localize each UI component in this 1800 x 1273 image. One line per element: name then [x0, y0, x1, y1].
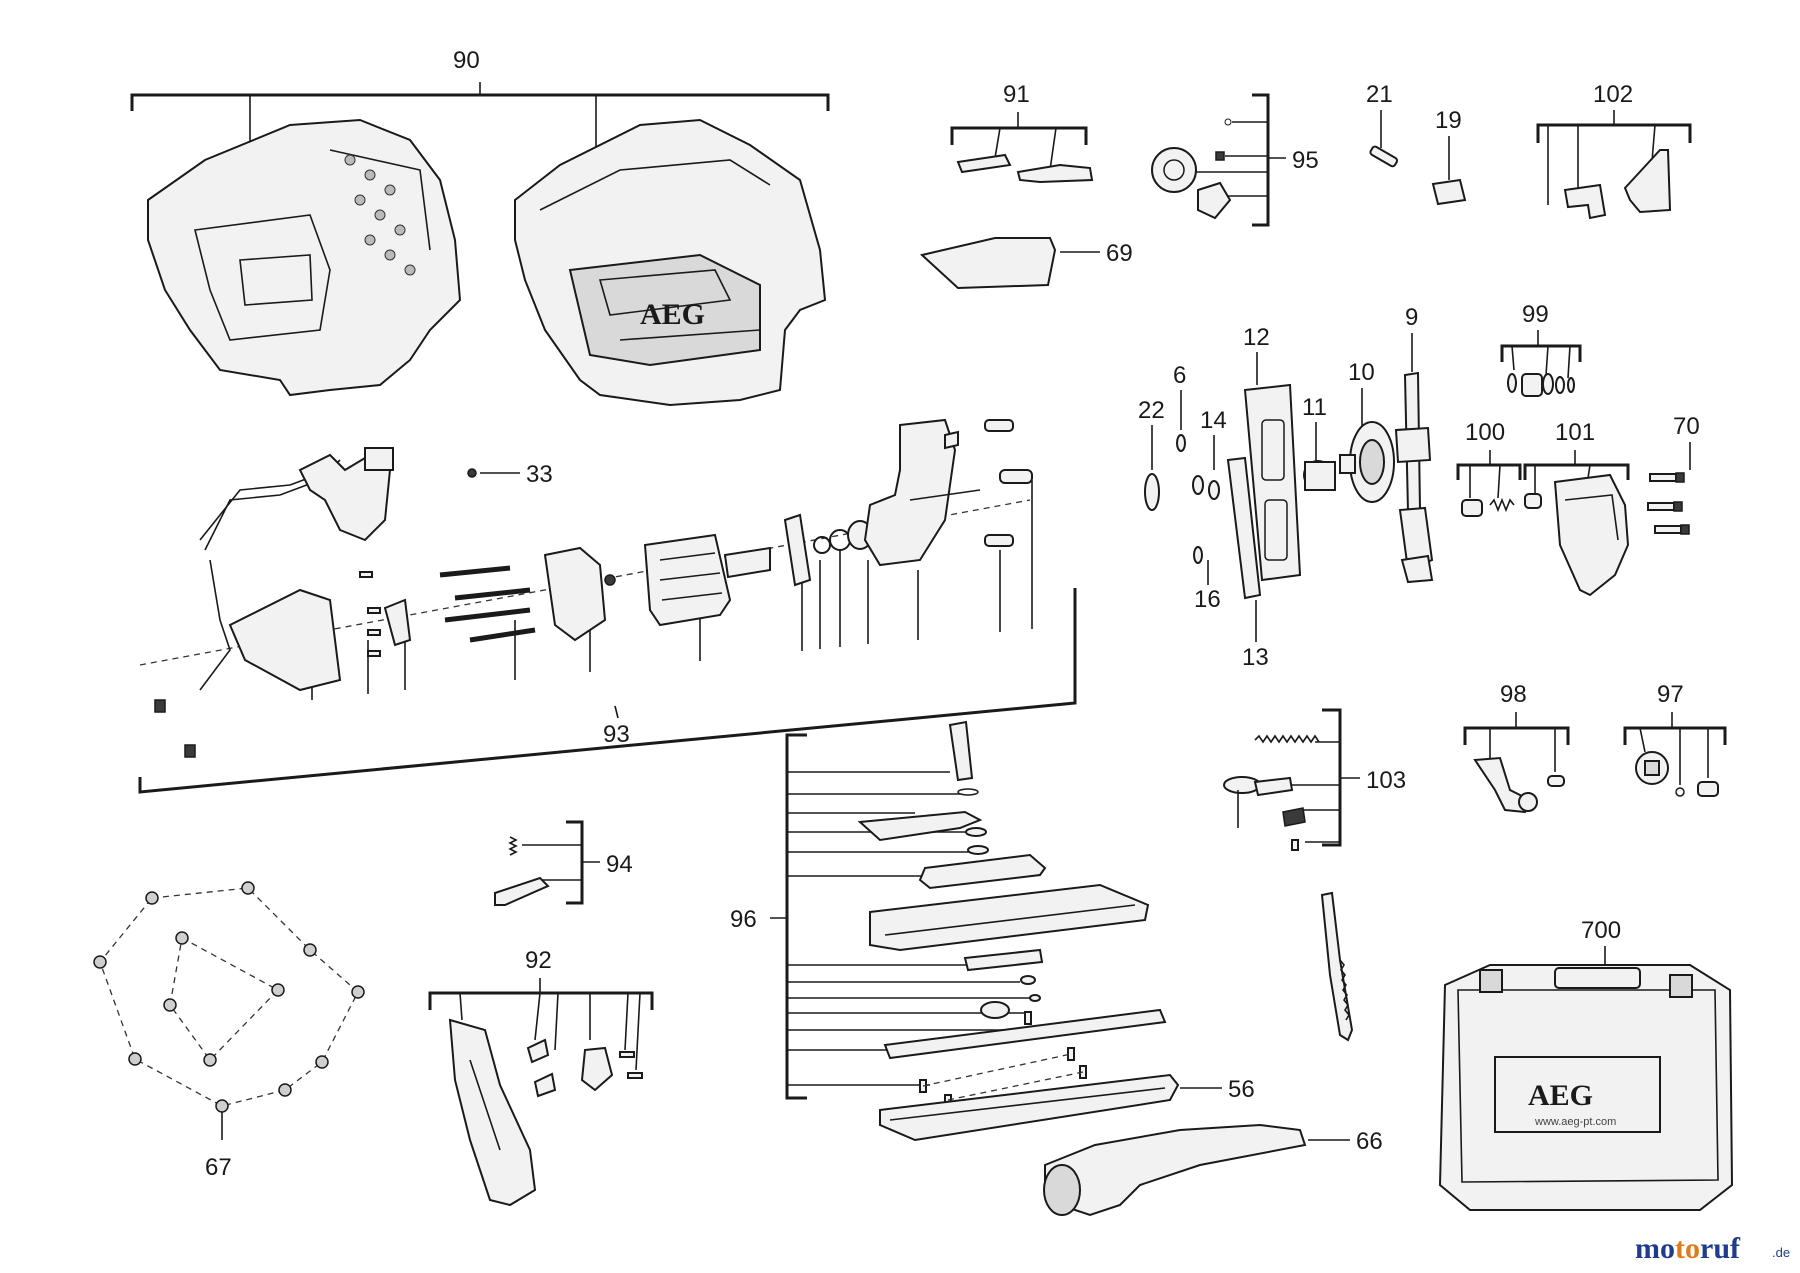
part-group-33: 33	[467, 461, 553, 488]
watermark-part-1: mo	[1635, 1232, 1675, 1265]
label-12: 12	[1243, 324, 1270, 351]
part-group-94: 94	[494, 820, 633, 906]
label-700: 700	[1581, 917, 1621, 944]
label-92: 92	[525, 947, 552, 974]
label-94: 94	[606, 851, 633, 878]
label-13: 13	[1242, 644, 1269, 671]
part-group-102: 102	[1536, 81, 1692, 220]
part-group-93: 93	[138, 418, 1077, 794]
part-group-700: 700 AEG www.aeg-pt.com	[1438, 917, 1734, 1211]
part-group-19: 19	[1431, 107, 1467, 206]
label-99: 99	[1522, 301, 1549, 328]
label-10: 10	[1348, 359, 1375, 386]
part-group-21: 21	[1366, 81, 1399, 168]
label-9: 9	[1405, 304, 1418, 331]
label-100: 100	[1465, 419, 1505, 446]
part-group-70: 70	[1647, 413, 1700, 535]
label-96: 96	[730, 906, 757, 933]
label-56: 56	[1228, 1076, 1255, 1103]
label-95: 95	[1292, 147, 1319, 174]
part-group-92: 92	[428, 947, 654, 1207]
part-group-91: 91	[950, 81, 1094, 184]
label-69: 69	[1106, 240, 1133, 267]
label-66: 66	[1356, 1128, 1383, 1155]
watermark-part-3: ruf	[1700, 1232, 1741, 1265]
case-logo: AEG	[1528, 1079, 1593, 1112]
label-102: 102	[1593, 81, 1633, 108]
label-22: 22	[1138, 397, 1165, 424]
label-98: 98	[1500, 681, 1527, 708]
part-group-90: 90 AEG	[130, 47, 830, 407]
label-16: 16	[1194, 586, 1221, 613]
saw-blade	[1320, 891, 1354, 1042]
case-url: www.aeg-pt.com	[1534, 1116, 1616, 1128]
label-21: 21	[1366, 81, 1393, 108]
part-group-gear-train: 12 6 10 22 14 11 16 13	[1138, 324, 1395, 671]
part-group-66: 66	[1043, 1123, 1383, 1217]
label-67: 67	[205, 1154, 232, 1181]
part-group-99: 99	[1500, 301, 1582, 397]
svg-text:motoruf: motoruf	[1635, 1232, 1741, 1265]
part-group-96: 96	[730, 720, 1167, 1108]
part-group-101: 101	[1523, 419, 1630, 597]
part-group-95: 95	[1151, 93, 1319, 227]
part-group-67: 67	[93, 881, 365, 1181]
label-97: 97	[1657, 681, 1684, 708]
part-group-97: 97	[1623, 681, 1727, 797]
label-33: 33	[526, 461, 553, 488]
label-11: 11	[1302, 394, 1327, 421]
label-91: 91	[1003, 81, 1030, 108]
housing-logo: AEG	[640, 298, 705, 331]
label-70: 70	[1673, 413, 1700, 440]
label-14: 14	[1200, 407, 1227, 434]
watermark-part-2: to	[1675, 1232, 1700, 1265]
label-6: 6	[1173, 362, 1186, 389]
label-93: 93	[603, 721, 630, 748]
part-group-103: 103	[1223, 708, 1406, 851]
label-19: 19	[1435, 107, 1462, 134]
watermark-suffix: .de	[1772, 1245, 1790, 1260]
watermark-logo: motoruf .de	[1635, 1232, 1790, 1265]
part-group-9: 9	[1394, 304, 1434, 584]
part-group-69: 69	[919, 237, 1133, 290]
part-group-56: 56	[879, 1073, 1255, 1142]
part-group-100: 100	[1456, 419, 1522, 517]
label-103: 103	[1366, 767, 1406, 794]
left-housing-half	[147, 118, 462, 397]
label-90: 90	[453, 47, 480, 74]
label-101: 101	[1555, 419, 1595, 446]
part-group-98: 98	[1463, 681, 1570, 814]
